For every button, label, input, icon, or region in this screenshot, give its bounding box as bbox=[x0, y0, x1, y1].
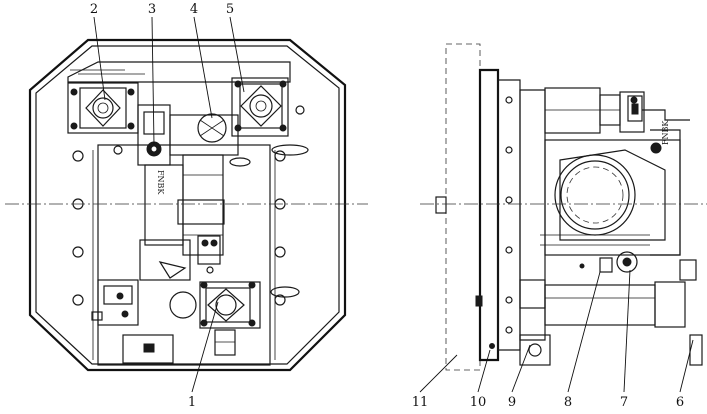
stamp-side: FNBK bbox=[661, 120, 670, 145]
flange-outline bbox=[445, 43, 481, 371]
callout-11: 11 bbox=[412, 395, 429, 410]
center-column bbox=[137, 104, 239, 281]
callout-4: 4 bbox=[190, 2, 198, 17]
leader-lines bbox=[93, 16, 694, 393]
side-housing bbox=[540, 129, 681, 256]
callout-5: 5 bbox=[226, 2, 234, 17]
callout-9: 9 bbox=[508, 395, 516, 410]
callout-10: 10 bbox=[470, 395, 487, 410]
callout-6: 6 bbox=[676, 395, 684, 410]
side-motor-upper bbox=[544, 87, 645, 134]
side-lower-assembly bbox=[519, 251, 703, 366]
side-plate bbox=[478, 68, 500, 362]
callout-numbers: 2 3 4 5 1 11 10 9 8 7 6 bbox=[90, 2, 684, 410]
top-cover bbox=[67, 61, 291, 83]
motor-block-upper-right bbox=[231, 77, 289, 137]
callout-2: 2 bbox=[90, 2, 98, 17]
housing-inner-outline bbox=[35, 45, 340, 365]
side-bracket-top bbox=[627, 95, 690, 122]
callout-1: 1 bbox=[188, 395, 196, 410]
side-bolts bbox=[475, 96, 513, 349]
motor-block-lower bbox=[169, 281, 261, 356]
housing-outline bbox=[28, 38, 347, 372]
motor-block-upper-left bbox=[67, 82, 139, 134]
callout-8: 8 bbox=[564, 395, 572, 410]
callout-3: 3 bbox=[148, 2, 156, 17]
stamp-front: FNBK bbox=[156, 170, 165, 195]
connector-block bbox=[91, 279, 174, 364]
front-view: FNBK bbox=[5, 38, 368, 372]
side-view: FNBK bbox=[420, 43, 707, 371]
body-plate bbox=[97, 144, 271, 366]
callout-7: 7 bbox=[620, 395, 628, 410]
mounting-holes bbox=[72, 105, 309, 306]
